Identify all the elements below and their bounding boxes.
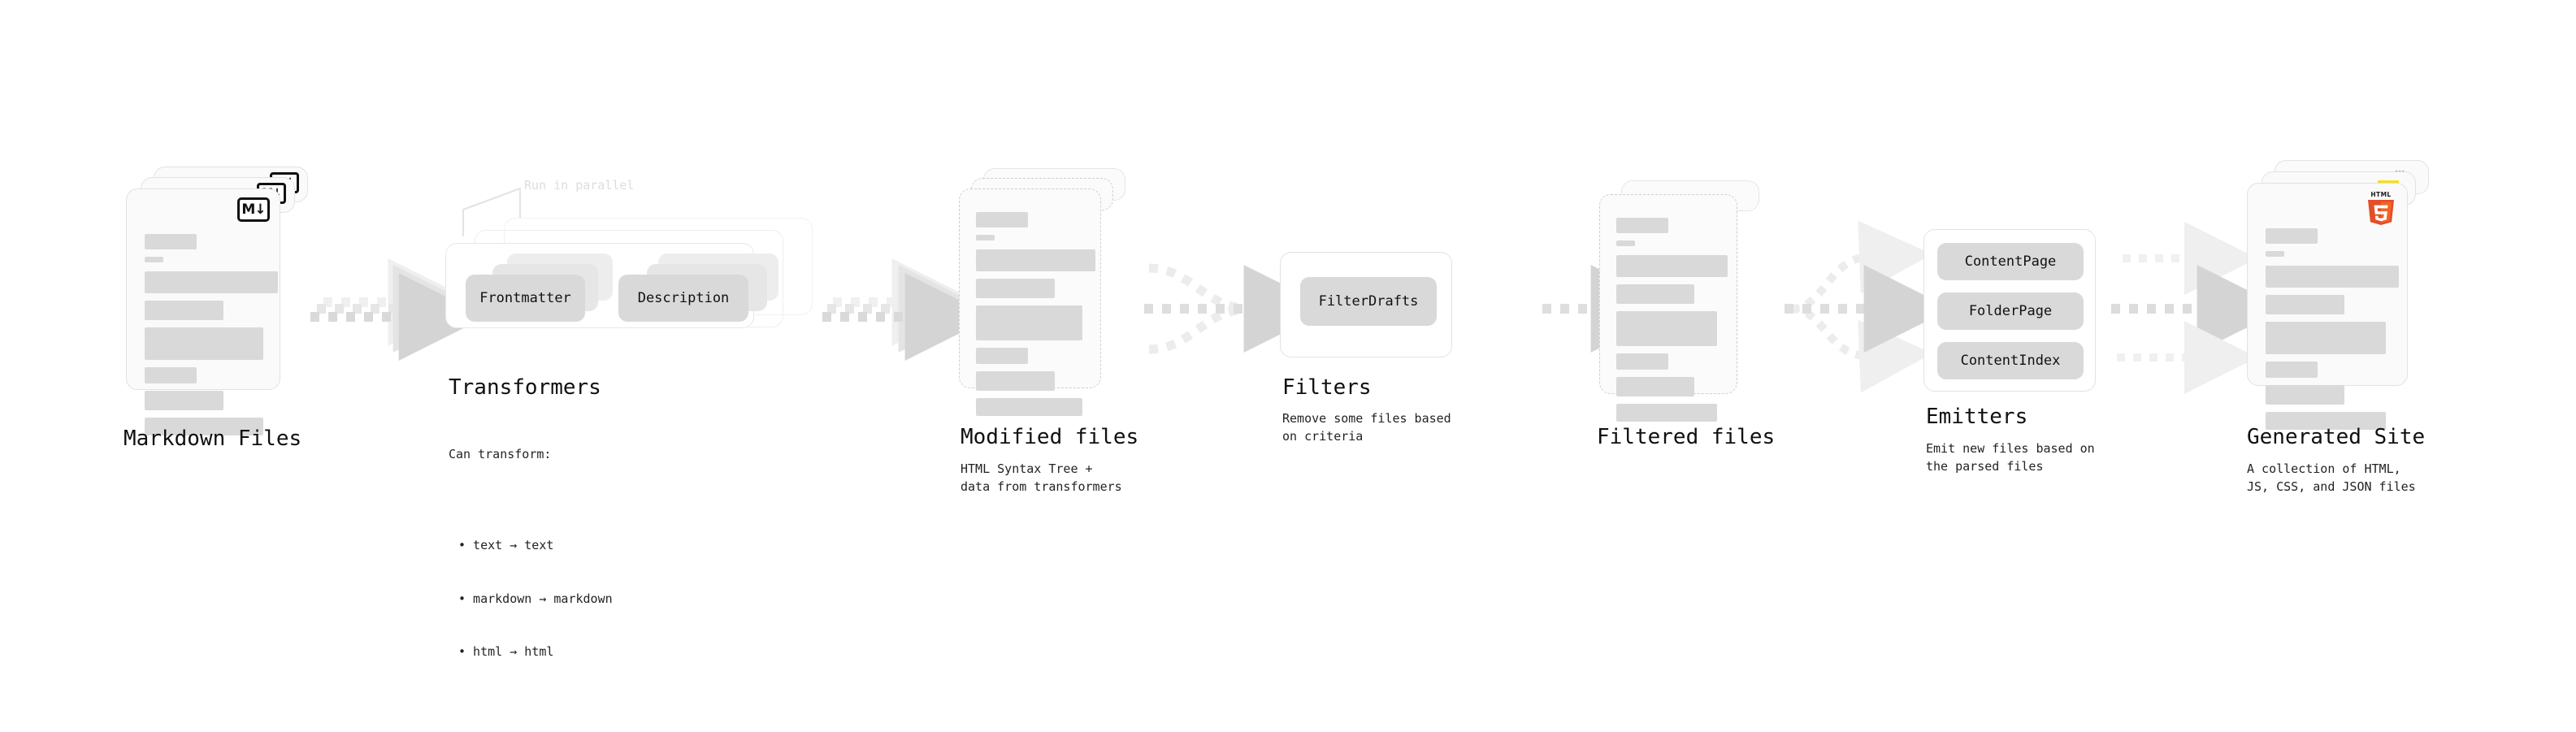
filtered-files-stack [1599, 180, 1778, 422]
bar [1616, 404, 1717, 422]
transformers-bullet: • markdown → markdown [458, 591, 613, 606]
arrow-emitters-to-site [2111, 222, 2285, 394]
folderpage-chip-label: FolderPage [1968, 303, 2053, 319]
arrow-modified-to-filters [1144, 263, 1332, 354]
generated-site-stack: CSS HTML [2247, 160, 2450, 430]
bar [2266, 251, 2284, 257]
generated-card-bars [2266, 228, 2399, 437]
bar [145, 367, 197, 383]
contentindex-chip[interactable]: ContentIndex [1937, 342, 2084, 379]
bar [2266, 362, 2318, 378]
bar [2266, 322, 2386, 354]
modified-card-bars [976, 212, 1095, 423]
bar [2266, 266, 2399, 288]
generated-site-title: Generated Site [2247, 425, 2426, 449]
markdown-card-front: M↓ [126, 188, 280, 435]
bar [1616, 218, 1668, 233]
markdown-icon-arrow: ↓ [254, 201, 266, 218]
bar [145, 391, 223, 410]
bar [2266, 385, 2344, 405]
filtered-card-front [1599, 194, 1737, 422]
frontmatter-chip[interactable]: Frontmatter [466, 275, 585, 322]
bar [1616, 353, 1668, 370]
contentpage-chip-label: ContentPage [1964, 253, 2057, 270]
description-chip-label: Description [637, 290, 730, 306]
bar [145, 301, 223, 320]
contentindex-chip-label: ContentIndex [1960, 353, 2061, 369]
filters-box: FilterDrafts [1280, 252, 1452, 357]
markdown-files-stack: M↓ M↓ M↓ [126, 167, 321, 435]
bar [976, 249, 1095, 271]
markdown-card-bars [145, 234, 278, 443]
folderpage-chip[interactable]: FolderPage [1937, 292, 2084, 330]
modified-files-stack [959, 168, 1146, 416]
bar [1616, 284, 1694, 304]
transformers-title: Transformers [449, 375, 601, 400]
bar [145, 257, 163, 262]
arrow-filtered-to-emitters [1785, 220, 1952, 393]
bar [1616, 255, 1728, 277]
markdown-files-title: Markdown Files [124, 427, 302, 451]
bar [976, 279, 1055, 298]
bar [976, 398, 1082, 416]
emitters-box: ContentPage FolderPage ContentIndex [1923, 229, 2096, 392]
generated-site-description: A collection of HTML, JS, CSS, and JSON … [2247, 461, 2416, 494]
bar [976, 348, 1028, 364]
markdown-icon-letter: M [241, 201, 255, 218]
description-chip[interactable]: Description [618, 275, 748, 322]
frontmatter-chip-label: Frontmatter [479, 290, 571, 306]
generated-card-front: HTML [2247, 183, 2408, 430]
arrow-markdown-to-transformers [310, 258, 487, 361]
filtered-card-bars [1616, 218, 1728, 429]
bar [1616, 377, 1694, 396]
emitters-description: Emit new files based on the parsed files [1926, 441, 2095, 474]
bar [145, 327, 263, 360]
transformers-bullet: • text → text [458, 538, 554, 553]
diagram-canvas: M↓ M↓ M↓ Markdown Files [124, 160, 2450, 659]
emitters-title: Emitters [1926, 405, 2028, 429]
bar [976, 305, 1082, 340]
filters-title: Filters [1282, 375, 1372, 400]
bar [145, 418, 263, 435]
html5-icon: HTML [2365, 189, 2397, 227]
markdown-icon: M↓ [237, 197, 270, 222]
filterdrafts-chip-label: FilterDrafts [1318, 293, 1419, 310]
arrow-transformers-to-modified [822, 258, 993, 361]
modified-files-description: HTML Syntax Tree + data from transformer… [961, 461, 1122, 494]
transformers-description: Can transform: • text → text • markdown … [449, 410, 613, 732]
modified-card-front [959, 188, 1101, 416]
transformers-bullet: • html → html [458, 643, 554, 659]
filterdrafts-chip[interactable]: FilterDrafts [1300, 277, 1437, 326]
filters-description: Remove some files based on criteria [1282, 411, 1451, 444]
bar [1616, 240, 1635, 246]
bar [1616, 311, 1717, 346]
transformers-bullets: • text → text • markdown → markdown • ht… [449, 502, 613, 696]
modified-files-title: Modified files [961, 425, 1139, 449]
contentpage-chip[interactable]: ContentPage [1937, 243, 2084, 280]
bar [976, 371, 1055, 391]
bar [976, 235, 995, 240]
svg-text:HTML: HTML [2370, 191, 2391, 198]
bar [145, 234, 197, 249]
bar [2266, 228, 2318, 244]
bar [976, 212, 1028, 227]
run-in-parallel-label: Run in parallel [524, 178, 635, 193]
bar [2266, 295, 2344, 314]
transformers-description-lead: Can transform: [449, 446, 552, 461]
filtered-files-title: Filtered files [1597, 425, 1776, 449]
bar [145, 271, 278, 293]
bar [2266, 412, 2386, 430]
